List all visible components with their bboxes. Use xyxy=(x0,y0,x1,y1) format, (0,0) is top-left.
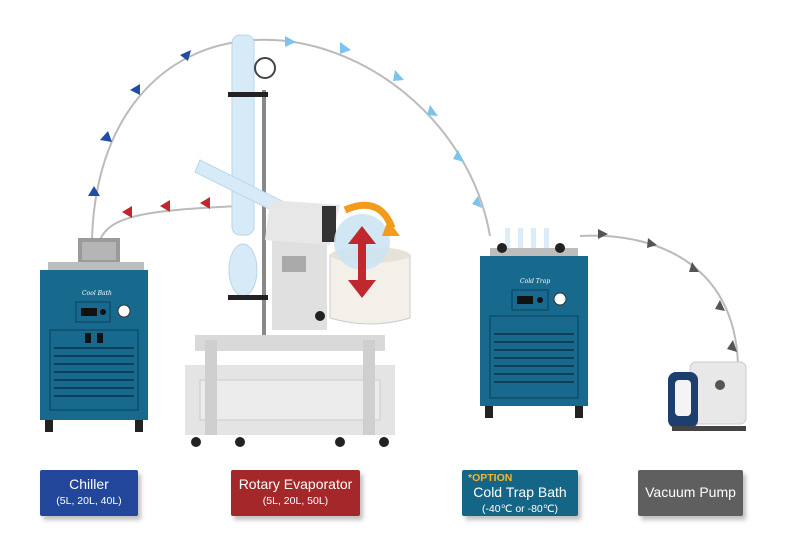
rotary-evaporator-title: Rotary Evaporator xyxy=(238,476,353,492)
cold-trap-label: *OPTION Cold Trap Bath (-40℃ or -80℃) xyxy=(462,470,578,516)
chiller-label: Chiller (5L, 20L, 40L) xyxy=(40,470,138,516)
vacuum-hose xyxy=(579,234,739,366)
chiller-unit: Cool Bath xyxy=(40,238,148,432)
rotary-evaporator-unit xyxy=(185,34,411,447)
rotary-evaporator-sizes: (5L, 20L, 50L) xyxy=(262,495,329,507)
vacuum-pump-label: Vacuum Pump xyxy=(638,470,743,516)
coolant-return-arrows xyxy=(122,197,210,218)
chiller-title: Chiller xyxy=(69,476,109,492)
cold-trap-panel-label: Cold Trap xyxy=(520,278,550,285)
coolant-hose-return xyxy=(99,205,241,241)
coolant-out-arrows xyxy=(88,50,191,196)
rotary-evaporator-label: Rotary Evaporator (5L, 20L, 50L) xyxy=(231,470,360,516)
vacuum-pump-title: Vacuum Pump xyxy=(645,484,736,500)
vapor-flow-arrows xyxy=(285,36,482,208)
cold-trap-temps: (-40℃ or -80℃) xyxy=(481,503,559,515)
chiller-panel-label: Cool Bath xyxy=(82,290,112,297)
vertical-movement-arrow xyxy=(348,226,376,298)
cold-trap-title: Cold Trap Bath xyxy=(473,484,567,500)
vacuum-flow-arrows xyxy=(598,229,737,352)
coolant-hose-outlet xyxy=(91,38,491,241)
chiller-sizes: (5L, 20L, 40L) xyxy=(56,495,122,507)
option-tag: *OPTION xyxy=(468,472,513,484)
vacuum-pump-unit xyxy=(668,361,747,431)
cold-trap-unit: Cold Trap xyxy=(480,228,588,418)
